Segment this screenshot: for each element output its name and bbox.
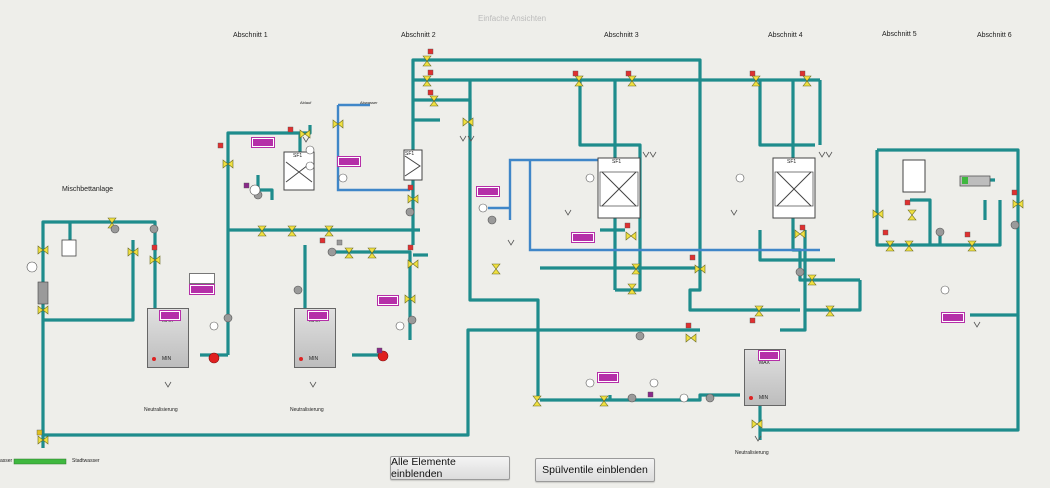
value-tag[interactable]	[189, 273, 215, 284]
value-tag[interactable]	[337, 156, 361, 167]
value-tag[interactable]	[251, 137, 275, 148]
value-tag[interactable]	[377, 295, 399, 306]
neutralisation-label-1: Neutralisierung	[144, 407, 178, 413]
filter-label-2: SF1	[405, 151, 415, 157]
section-label-4: Abschnitt 4	[768, 32, 803, 39]
mixed-bed-column	[37, 281, 49, 305]
neutralisation-tank-2: MAX MIN	[294, 308, 336, 368]
neutralisation-label-2: Neutralisierung	[290, 407, 324, 413]
pumps	[208, 350, 389, 364]
filter-label-3: SF1	[612, 159, 622, 165]
inlet-bar	[13, 458, 67, 465]
neutralisation-label-3: Neutralisierung	[735, 450, 769, 456]
drain-label: Ablauf	[300, 100, 312, 105]
value-tag[interactable]	[307, 310, 329, 321]
value-tag[interactable]	[189, 284, 215, 295]
section-label-1: Abschnitt 1	[233, 32, 268, 39]
alarm-indicators	[36, 48, 1018, 436]
section-label-6: Abschnitt 6	[977, 32, 1012, 39]
blue-lines	[336, 103, 820, 252]
filter-label-1: SF1	[293, 153, 303, 159]
filter-vessels	[61, 149, 991, 257]
page-title: Einfache Ansichten	[478, 14, 547, 23]
value-tag[interactable]	[571, 232, 595, 243]
right-inlet-label: Stadtwasser	[72, 458, 100, 464]
sensors	[110, 190, 1020, 403]
gauges	[26, 145, 950, 403]
show-all-elements-button[interactable]: Alle Elemente einblenden	[390, 456, 510, 480]
mixed-bed-label: Mischbettanlage	[62, 186, 113, 193]
section-label-2: Abschnitt 2	[401, 32, 436, 39]
show-flush-valves-button[interactable]: Spülventile einblenden	[535, 458, 655, 482]
left-inlet-label: asser	[0, 458, 13, 464]
tank-alarm-led	[299, 357, 303, 361]
tank-alarm-led	[152, 357, 156, 361]
value-tag[interactable]	[476, 186, 500, 197]
value-tag[interactable]	[941, 312, 965, 323]
valves	[37, 55, 1024, 445]
value-tag[interactable]	[597, 372, 619, 383]
drain-funnels	[164, 135, 981, 442]
value-tag[interactable]	[758, 350, 780, 361]
section-label-3: Abschnitt 3	[604, 32, 639, 39]
wastewater-label: Abwasser	[360, 100, 378, 105]
filter-label-4: SF1	[787, 159, 797, 165]
pipe-network	[41, 58, 1020, 448]
value-tag[interactable]	[159, 310, 181, 321]
section-label-5: Abschnitt 5	[882, 31, 917, 38]
tank-alarm-led	[749, 396, 753, 400]
